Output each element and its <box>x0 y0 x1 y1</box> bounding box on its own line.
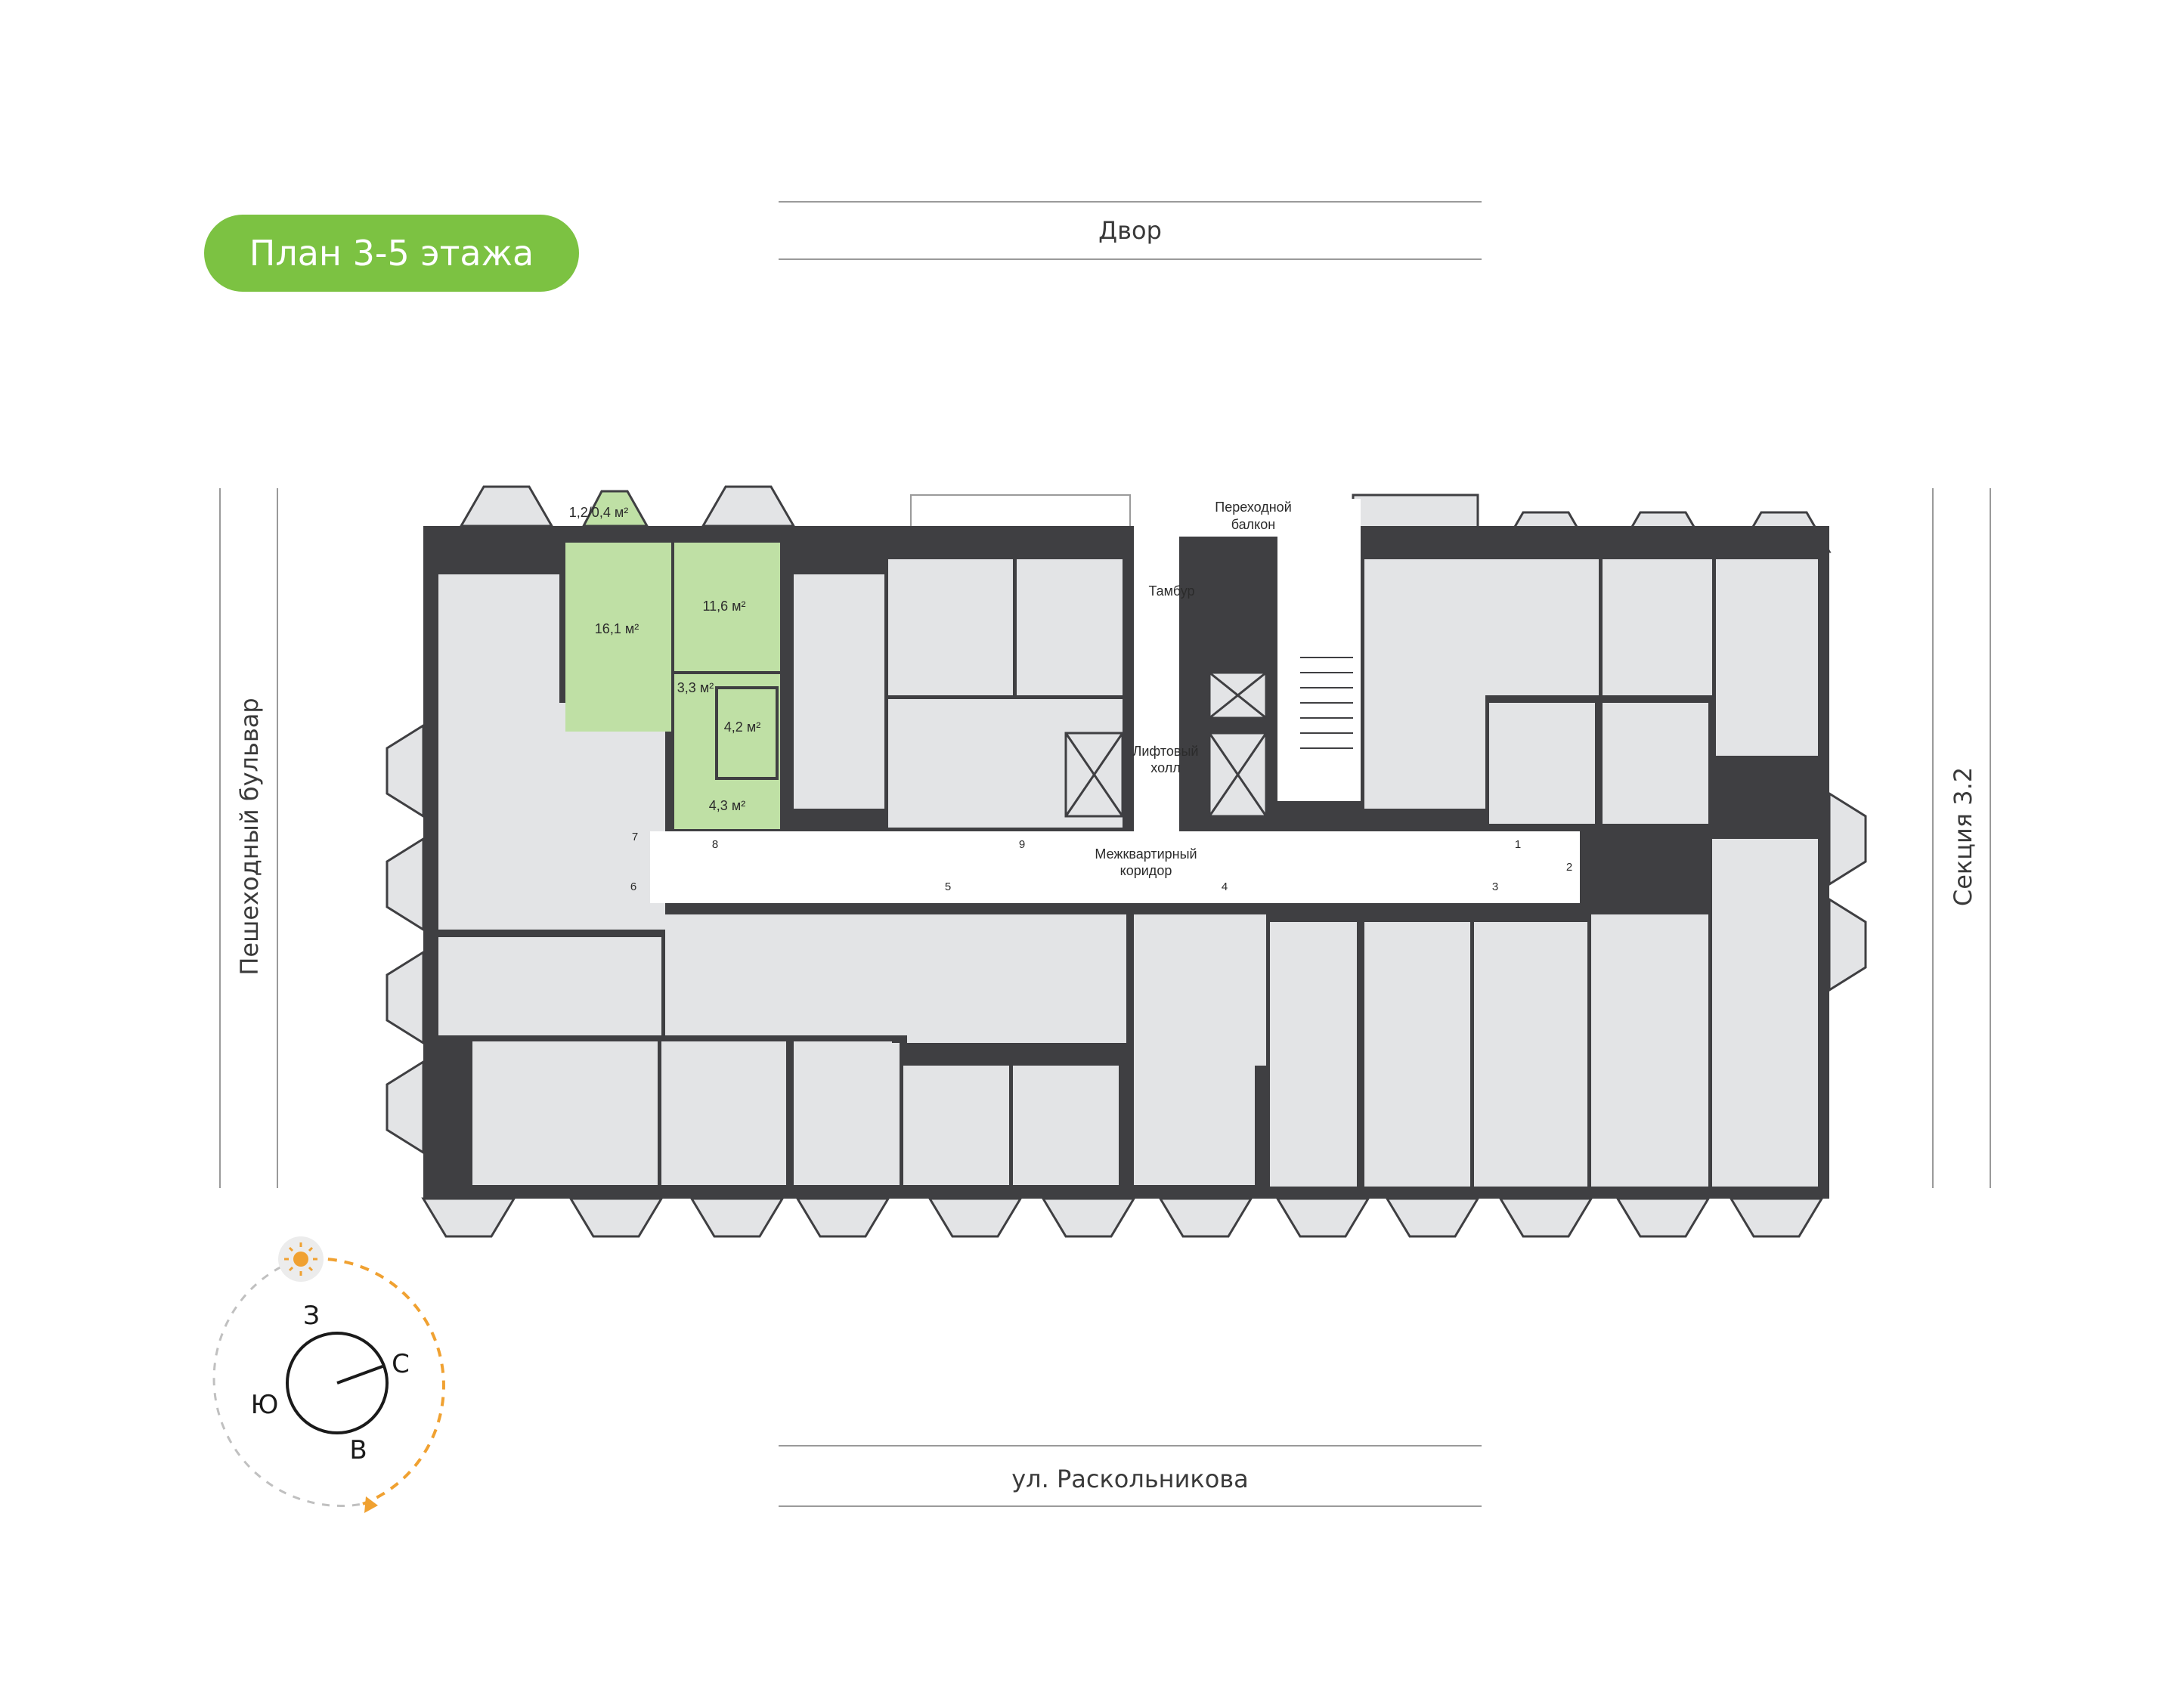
apartment-room <box>794 1043 900 1185</box>
apartment-room <box>665 914 794 1035</box>
apartment-room <box>1591 914 1708 1187</box>
sun-icon <box>293 1252 308 1267</box>
apt-number: 9 <box>1019 838 1025 851</box>
apartment-room <box>1603 559 1712 695</box>
area-hall: 3,3 м² <box>677 680 714 695</box>
sun-path <box>294 1257 445 1505</box>
label-corridor-2: коридор <box>1120 863 1172 878</box>
green-apartment <box>565 543 780 829</box>
apartment-room <box>559 703 665 930</box>
apartment-room <box>1712 839 1818 1187</box>
compass-needle <box>336 1365 383 1385</box>
label-lift-hall-1: Лифтовый <box>1133 744 1199 759</box>
area-entry: 4,3 м² <box>709 798 745 813</box>
label-transit-balcony-2: балкон <box>1231 517 1275 532</box>
apt-number: 5 <box>945 880 951 893</box>
street-line-bottom-2 <box>779 1505 1482 1507</box>
apartment-room <box>1716 559 1818 756</box>
stairs <box>1277 529 1361 801</box>
apartment-room <box>661 1041 786 1185</box>
floor-plan-badge: План 3-5 этажа <box>204 215 579 292</box>
street-line-top-1 <box>779 201 1482 203</box>
apt-number: 7 <box>632 831 638 843</box>
street-line-right-2 <box>1990 488 1991 1188</box>
apt-number: 4 <box>1222 880 1228 893</box>
apartment-room <box>1485 559 1599 695</box>
apartment-room <box>903 1066 1009 1185</box>
apt-number: 8 <box>712 838 718 851</box>
label-transit-balcony-1: Переходной <box>1215 500 1292 515</box>
transit-balcony <box>1134 499 1361 537</box>
label-tambur: Тамбур <box>1148 583 1194 599</box>
apartments <box>438 559 1818 1187</box>
street-line-left-1 <box>219 488 221 1188</box>
compass-east: В <box>349 1435 367 1465</box>
apt-number: 3 <box>1492 880 1498 893</box>
area-room-a: 16,1 м² <box>595 621 639 636</box>
street-label-bottom: ул. Раскольникова <box>1011 1465 1249 1493</box>
main-corridor <box>650 831 1580 903</box>
area-bath: 4,2 м² <box>724 719 760 735</box>
sun-rays <box>284 1242 317 1276</box>
area-room-b: 11,6 м² <box>702 599 745 614</box>
street-line-top-2 <box>779 258 1482 260</box>
room-16 <box>565 543 671 732</box>
lift-hall <box>1134 529 1179 831</box>
street-line-bottom-1 <box>779 1445 1482 1447</box>
apartment-room <box>1364 922 1470 1187</box>
apartment-room <box>1134 1066 1255 1185</box>
apt-number: 6 <box>630 880 636 893</box>
apartment-room <box>1013 1066 1119 1185</box>
apartment-room <box>907 914 1126 1043</box>
room-bath <box>715 686 779 780</box>
corridor <box>650 499 1580 903</box>
apartment-room <box>472 1041 658 1185</box>
label-corridor-1: Межквартирный <box>1095 846 1197 862</box>
compass-circle <box>286 1332 389 1434</box>
apartment-room <box>438 574 559 930</box>
stair-steps <box>1300 657 1353 749</box>
label-lift-hall-2: холл <box>1150 760 1180 775</box>
elevators <box>1064 671 1268 818</box>
compass-south: Ю <box>251 1390 279 1420</box>
street-line-left-2 <box>277 488 278 1188</box>
compass-west: З <box>303 1301 320 1331</box>
apartment-room <box>1017 559 1123 695</box>
street-line-right-1 <box>1932 488 1934 1188</box>
apartment-room <box>1270 922 1357 1187</box>
sun-path-back <box>212 1259 364 1507</box>
apartment-room <box>1474 922 1587 1187</box>
apartment-room <box>1364 559 1485 809</box>
apartment-room <box>438 937 661 1035</box>
apartment-room <box>794 574 884 809</box>
area-balcony: 1,2/0,4 м² <box>569 505 628 520</box>
apartment-room <box>1134 914 1266 1066</box>
apartment-room <box>1603 703 1708 824</box>
apartment-room <box>794 914 907 1035</box>
apt-number: 2 <box>1566 861 1572 874</box>
street-label-top: Двор <box>1098 216 1162 245</box>
apt-number: 1 <box>1515 838 1521 851</box>
room-11 <box>674 543 780 671</box>
sun-path-arrow <box>364 1496 378 1513</box>
apartment-room <box>1489 703 1595 824</box>
compass-north: С <box>392 1349 410 1379</box>
apartment-room <box>888 559 1013 695</box>
